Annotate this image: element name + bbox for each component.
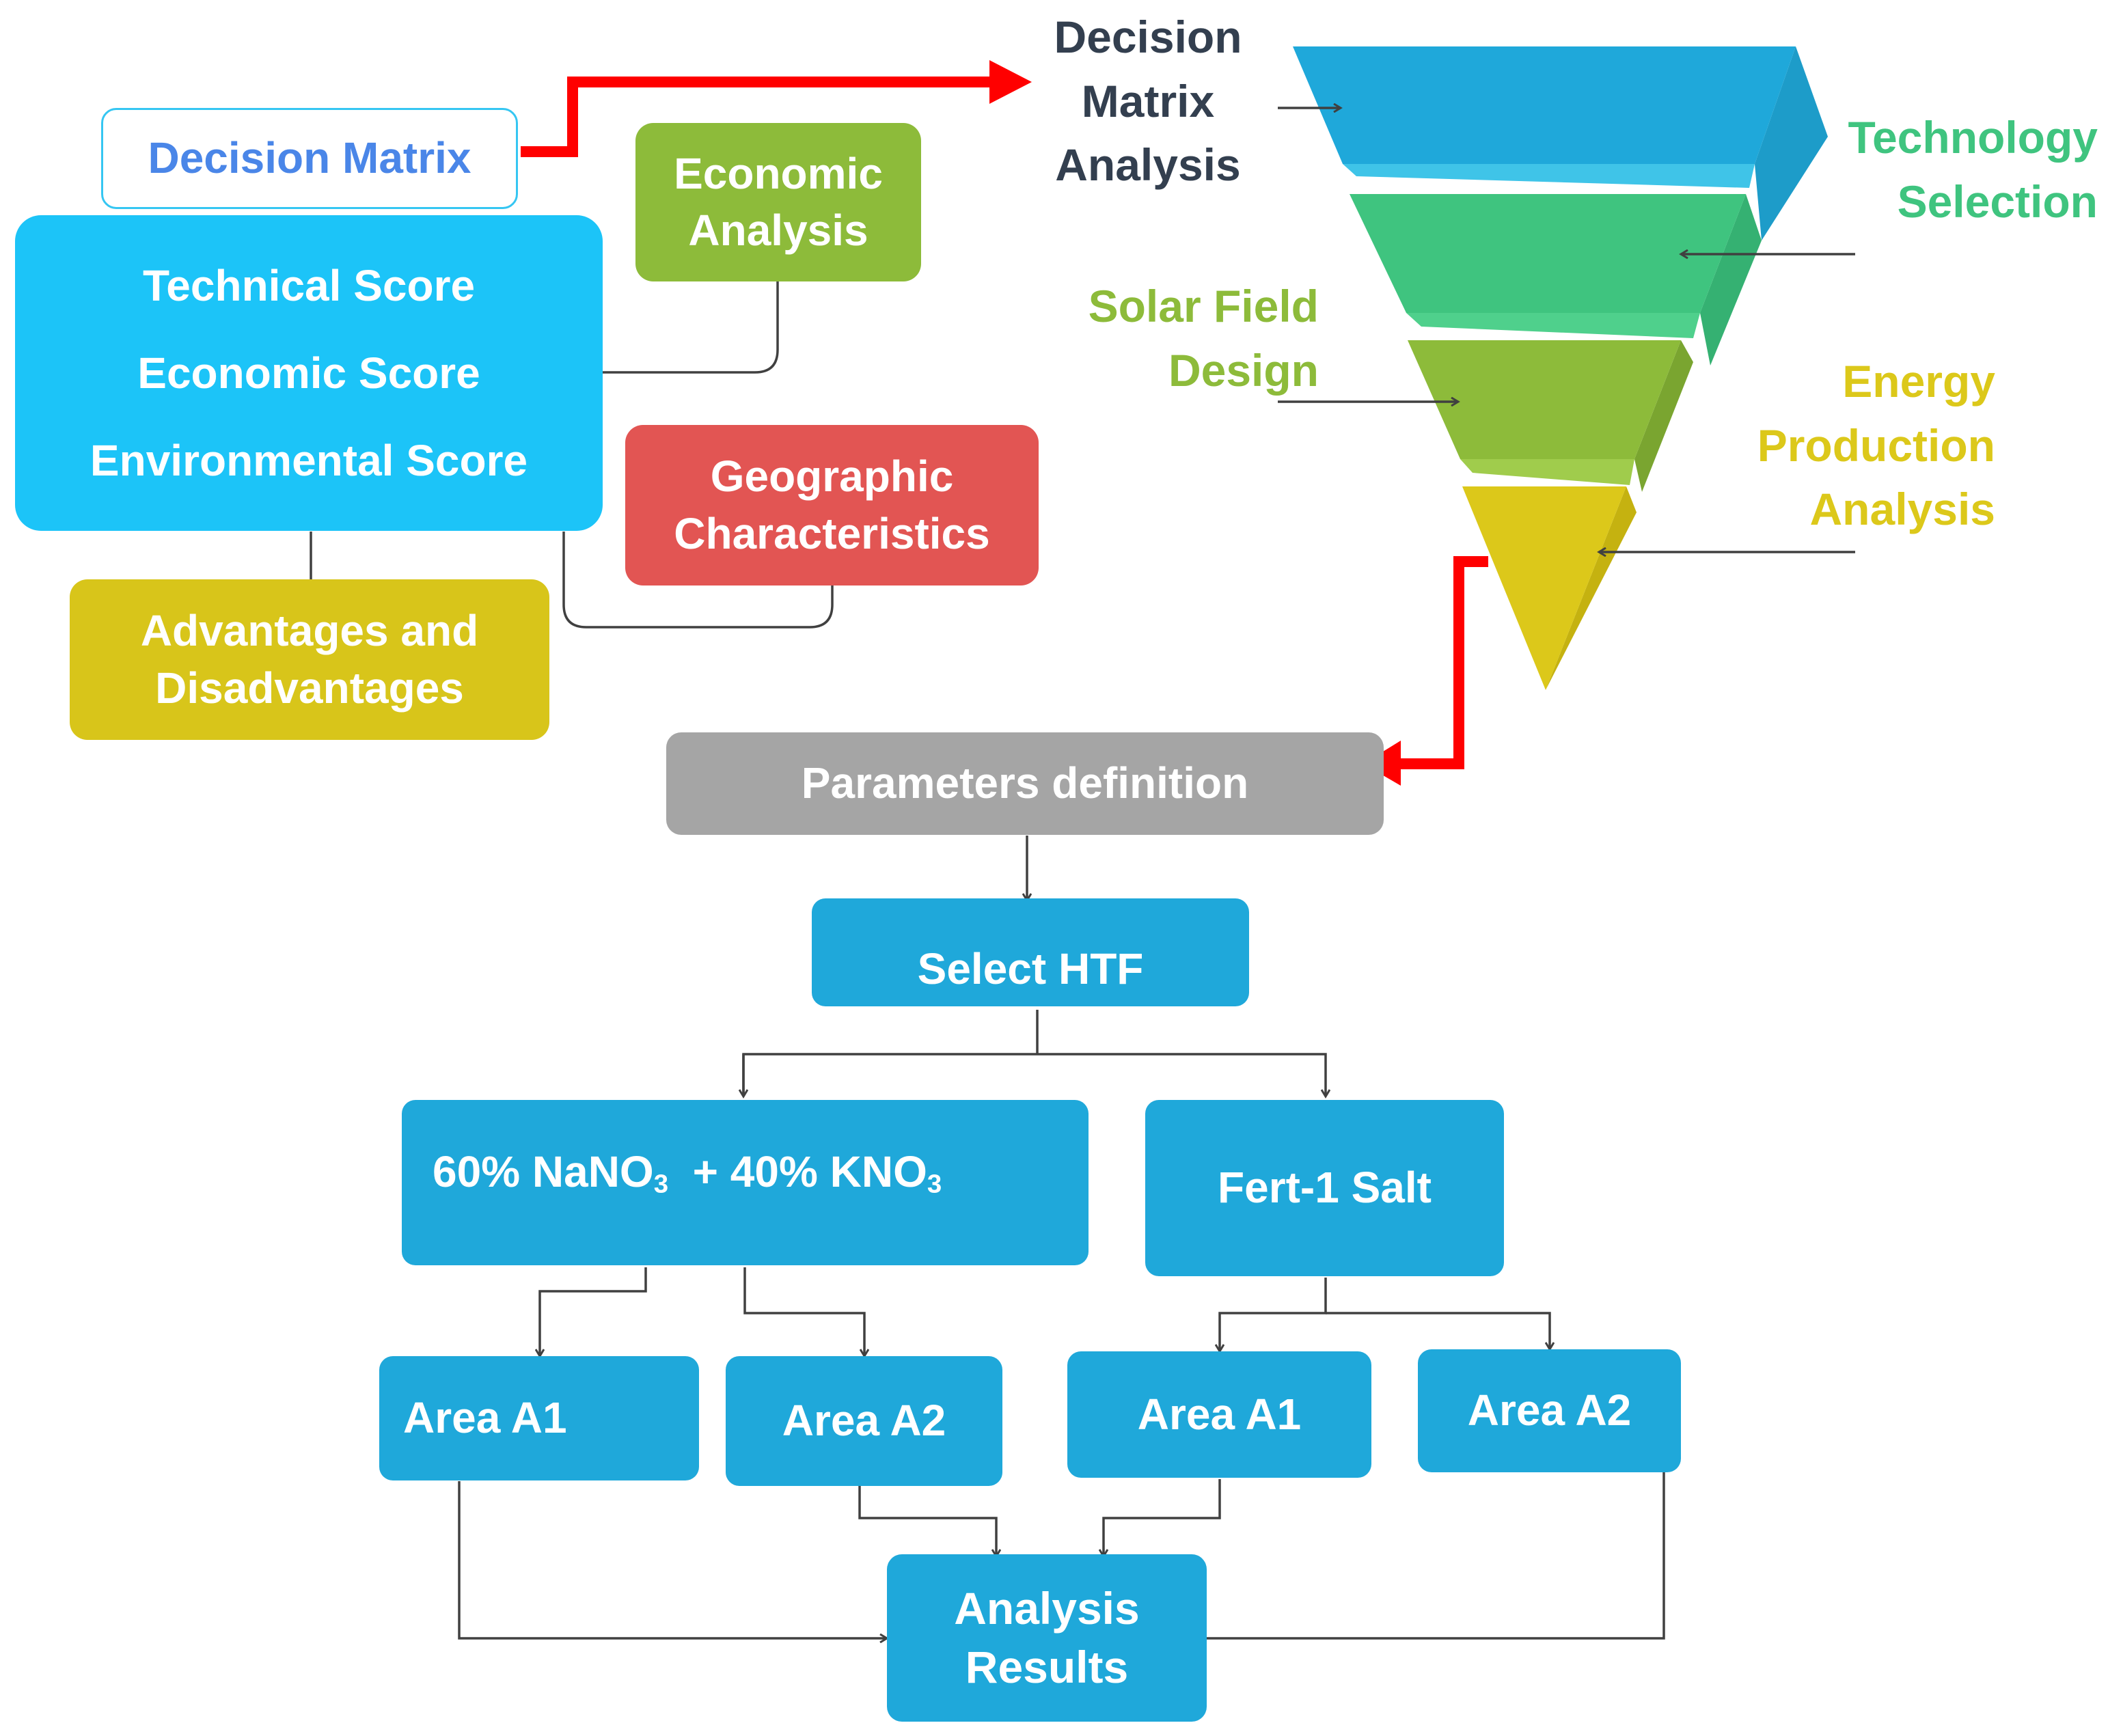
economic-score: Economic Score xyxy=(137,348,480,398)
funnel-stage-1-side xyxy=(1755,46,1828,240)
funnel-stage-1 xyxy=(1293,46,1796,164)
red-arrow-to-funnel xyxy=(521,77,989,157)
funnel-caption-decision-matrix-analysis: Decision Matrix Analysis xyxy=(1054,12,1242,191)
funnel-stage-3-ledge xyxy=(1460,459,1634,485)
select-htf-box: Select HTF xyxy=(812,898,1249,1006)
analysis-results-box: Analysis Results xyxy=(887,1554,1207,1722)
red-arrowhead-1 xyxy=(989,60,1032,104)
funnel-stage-2-side xyxy=(1700,194,1762,366)
area-box-1: Area A1 xyxy=(379,1356,699,1480)
funnel-caption-technology-selection: Technology Selection xyxy=(1848,112,2098,227)
connector-fert-a1 xyxy=(1220,1278,1327,1351)
decision-matrix-box: Decision Matrix xyxy=(101,108,518,209)
funnel xyxy=(1293,46,1828,690)
red-arrows xyxy=(521,60,1488,786)
economic-analysis-box: Economic Analysis xyxy=(635,123,921,281)
red-arrow-to-parameters xyxy=(1401,556,1488,769)
funnel-stage-3 xyxy=(1408,340,1681,459)
area-box-4: Area A2 xyxy=(1418,1349,1681,1472)
funnel-caption-solar-field-design: Solar Field Design xyxy=(1088,281,1319,396)
fert-1-salt-box: Fert-1 Salt xyxy=(1145,1100,1504,1276)
salt-mix-box: 60% NaNO3 + 40% KNO3 xyxy=(402,1100,1089,1265)
technical-score: Technical Score xyxy=(142,261,476,310)
area-box-2: Area A2 xyxy=(726,1356,1002,1486)
parameters-definition-box: Parameters definition xyxy=(666,732,1384,835)
salt-mix-label: 60% NaNO3 + 40% KNO3 xyxy=(433,1147,942,1199)
funnel-stage-4 xyxy=(1462,486,1626,690)
connector-mix-a2 xyxy=(743,1267,864,1356)
connectors xyxy=(310,108,1855,1638)
funnel-stage-2 xyxy=(1350,194,1746,313)
connector-scores-geographic xyxy=(562,532,834,629)
decision-matrix-label: Decision Matrix xyxy=(148,133,471,183)
funnel-stage-2-ledge xyxy=(1406,313,1700,338)
connector-a1-results xyxy=(458,1481,887,1638)
connector-fert-a2 xyxy=(1326,1312,1550,1349)
advantages-disadvantages-box: Advantages and Disadvantages xyxy=(70,579,549,740)
funnel-stage-4-side xyxy=(1546,486,1637,690)
area-box-3: Area A1 xyxy=(1067,1351,1371,1478)
funnel-caption-energy-production-analysis: Energy Production Analysis xyxy=(1757,356,1995,535)
connector-a3-results xyxy=(1104,1479,1221,1556)
connector-mix-a1 xyxy=(540,1267,647,1356)
connector-a4-results xyxy=(1182,1472,1665,1638)
connector-scores-economic xyxy=(603,280,779,374)
scores-box: Technical Score Economic Score Environme… xyxy=(15,215,603,531)
connector-a2-results xyxy=(858,1486,996,1556)
funnel-stage-3-side xyxy=(1634,340,1693,492)
environmental-score: Environmental Score xyxy=(90,436,528,485)
funnel-stage-1-ledge xyxy=(1343,164,1755,188)
geographic-characteristics-box: Geographic Characteristics xyxy=(625,425,1039,585)
connector-htf-split xyxy=(742,1010,1326,1097)
